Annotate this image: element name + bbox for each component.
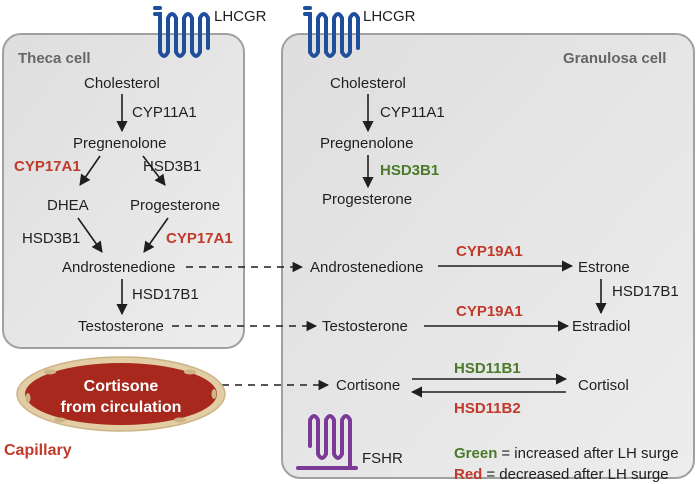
theca-pregnenolone: Pregnenolone — [73, 135, 166, 152]
theca-androstenedione: Androstenedione — [62, 259, 175, 276]
granulosa-cholesterol: Cholesterol — [330, 75, 406, 92]
theca-cell — [2, 33, 245, 349]
theca-cholesterol: Cholesterol — [84, 75, 160, 92]
legend-increased: Green= increased after LH surge — [454, 445, 679, 462]
capillary-label: Capillary — [4, 442, 72, 459]
lhcgr-theca-label: LHCGR — [214, 8, 267, 25]
theca-cyp11a1: CYP11A1 — [132, 104, 197, 121]
capillary-cortisone-line2: from circulation — [61, 399, 182, 416]
legend-red-word: Red — [454, 466, 482, 483]
granulosa-androstenedione: Androstenedione — [310, 259, 423, 276]
theca-cell-title: Theca cell — [18, 50, 91, 67]
theca-arrow-preg-prog — [142, 155, 166, 186]
theca-hsd3b1-right: HSD3B1 — [143, 158, 201, 175]
legend-red-text: = decreased after LH surge — [486, 466, 668, 483]
granulosa-pregnenolone: Pregnenolone — [320, 135, 413, 152]
lhcgr-granulosa-label: LHCGR — [363, 8, 416, 25]
granulosa-testosterone: Testosterone — [322, 318, 408, 335]
theca-hsd3b1-left: HSD3B1 — [22, 230, 80, 247]
theca-arrow-preg-dhea — [79, 155, 101, 186]
granulosa-cyp11a1: CYP11A1 — [380, 104, 445, 121]
theca-cyp17a1-bottom: CYP17A1 — [166, 230, 233, 247]
granulosa-estradiol: Estradiol — [572, 318, 630, 335]
granulosa-progesterone: Progesterone — [322, 191, 412, 208]
theca-arrow-prog-andro — [143, 217, 169, 253]
capillary-cortisone-line1: Cortisone — [84, 378, 159, 395]
granulosa-cell — [281, 33, 695, 479]
capillary-vessel — [16, 356, 226, 432]
theca-progesterone: Progesterone — [130, 197, 220, 214]
theca-dhea: DHEA — [47, 197, 89, 214]
theca-arrow-dhea-andro — [77, 217, 103, 253]
theca-testosterone: Testosterone — [78, 318, 164, 335]
granulosa-cortisol: Cortisol — [578, 377, 629, 394]
lhcgr-receptor-theca — [153, 6, 210, 58]
granulosa-hsd3b1: HSD3B1 — [380, 162, 439, 179]
granulosa-hsd17b1: HSD17B1 — [612, 283, 679, 300]
granulosa-hsd11b2: HSD11B2 — [454, 400, 521, 417]
granulosa-hsd11b1: HSD11B1 — [454, 360, 521, 377]
granulosa-cortisone: Cortisone — [336, 377, 400, 394]
granulosa-cyp19a1-bottom: CYP19A1 — [456, 303, 523, 320]
theca-cyp17a1-top: CYP17A1 — [14, 158, 81, 175]
fshr-receptor — [296, 414, 358, 470]
fshr-label: FSHR — [362, 450, 403, 467]
granulosa-cyp19a1-top: CYP19A1 — [456, 243, 523, 260]
legend-decreased: Red= decreased after LH surge — [454, 466, 669, 483]
legend-green-text: = increased after LH surge — [501, 445, 678, 462]
legend-green-word: Green — [454, 445, 497, 462]
theca-hsd17b1: HSD17B1 — [132, 286, 199, 303]
lhcgr-receptor-granulosa — [303, 6, 360, 58]
granulosa-cell-title: Granulosa cell — [563, 50, 666, 67]
granulosa-estrone: Estrone — [578, 259, 630, 276]
